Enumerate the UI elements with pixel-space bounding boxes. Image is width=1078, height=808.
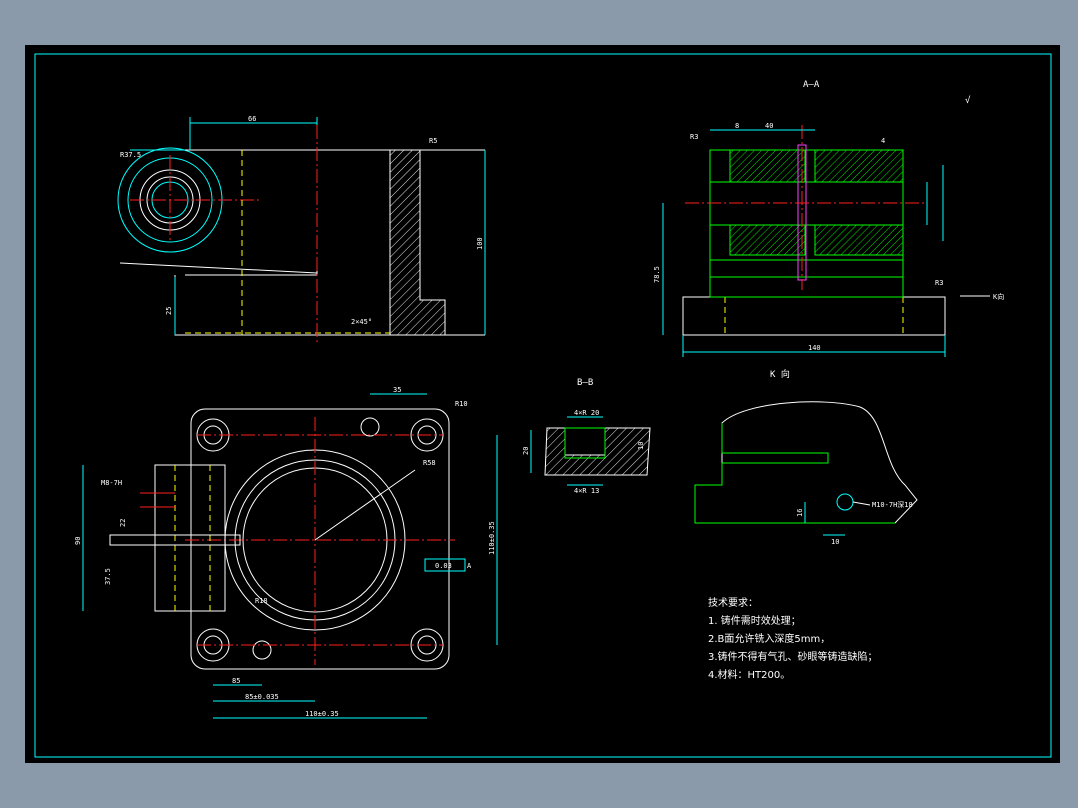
dim-10: 10 — [637, 442, 645, 450]
dim-37-5: 37.5 — [104, 568, 112, 585]
outer-frame — [25, 45, 1060, 763]
dim-r10: R10 — [455, 400, 468, 408]
dim-35: 35 — [393, 386, 401, 394]
view-k: K 向 M10-7H深18 16 10 — [694, 368, 918, 546]
hatch-upper-r — [814, 149, 904, 183]
dim-110-vert: 110±0.35 — [488, 521, 496, 555]
dim-m8: M8-7H — [101, 479, 122, 487]
hatch-upper — [729, 149, 806, 183]
hatched-section — [389, 149, 446, 336]
dim-85-tol: 85±0.035 — [245, 693, 279, 701]
section-aa-title: A—A — [803, 80, 820, 90]
hatch-lower — [729, 224, 806, 256]
view-k-title: K 向 — [770, 368, 790, 380]
dim-chamfer: 2×45° — [351, 318, 372, 326]
note-1: 1. 铸件需时效处理； — [708, 614, 801, 627]
dim-100: 100 — [476, 237, 484, 250]
surface-finish-mark: √ — [965, 95, 971, 106]
k-arrow-label: K向 — [993, 292, 1004, 301]
note-2: 2.B面允许铣入深度5mm， — [708, 632, 830, 645]
dim-22: 22 — [119, 519, 127, 527]
dim-bb-top: 4×R 20 — [574, 409, 599, 417]
dim-10h: 10 — [831, 538, 839, 546]
dim-r3: R3 — [690, 133, 698, 141]
dim-r5: R5 — [429, 137, 437, 145]
section-aa: A—A √ 8 40 4 R3 78.5 140 K向 R3 — [653, 80, 1004, 357]
dim-78-5: 78.5 — [653, 266, 661, 283]
dim-20: 20 — [522, 447, 530, 455]
note-3: 3.铸件不得有气孔、砂眼等铸造缺陷； — [708, 650, 878, 663]
dim-66: 66 — [248, 115, 256, 123]
top-view: 90 22 37.5 M8-7H 110±0.35 35 R10 R58 0.0… — [74, 386, 498, 719]
dim-25: 25 — [165, 307, 173, 315]
inner-frame — [34, 53, 1052, 758]
dim-40: 40 — [765, 122, 773, 130]
dim-16: 16 — [796, 509, 804, 517]
note-4: 4.材料：HT200。 — [708, 668, 790, 681]
dim-r3-b: R3 — [935, 279, 943, 287]
technical-notes: 技术要求： 1. 铸件需时效处理； 2.B面允许铣入深度5mm， 3.铸件不得有… — [708, 596, 878, 681]
section-bb: B—B 4×R 20 4×R 13 20 10 — [522, 378, 651, 495]
dim-r37-5: R37.5 — [120, 151, 141, 159]
dim-85: 85 — [232, 677, 240, 685]
datum-ref: A — [467, 562, 472, 570]
technical-drawing: 66 100 25 R37.5 R5 2×45° A—A √ 8 40 4 — [25, 45, 1060, 763]
dim-90: 90 — [74, 537, 82, 545]
hatch-lower-r — [814, 224, 904, 256]
dim-bb-bottom: 4×R 13 — [574, 487, 599, 495]
dim-110-horiz: 110±0.35 — [305, 710, 339, 718]
dim-m10: M10-7H深18 — [872, 500, 913, 509]
dim-r58: R58 — [423, 459, 436, 467]
section-bb-title: B—B — [577, 378, 593, 388]
notes-title: 技术要求： — [708, 596, 758, 609]
tolerance-value: 0.03 — [435, 562, 452, 570]
dim-r18: R18 — [255, 597, 268, 605]
dim-8: 8 — [735, 122, 739, 130]
drawing-sheet: 66 100 25 R37.5 R5 2×45° A—A √ 8 40 4 — [25, 45, 1060, 763]
dim-140: 140 — [808, 344, 821, 352]
dim-4: 4 — [881, 137, 885, 145]
front-view: 66 100 25 R37.5 R5 2×45° — [117, 115, 486, 345]
